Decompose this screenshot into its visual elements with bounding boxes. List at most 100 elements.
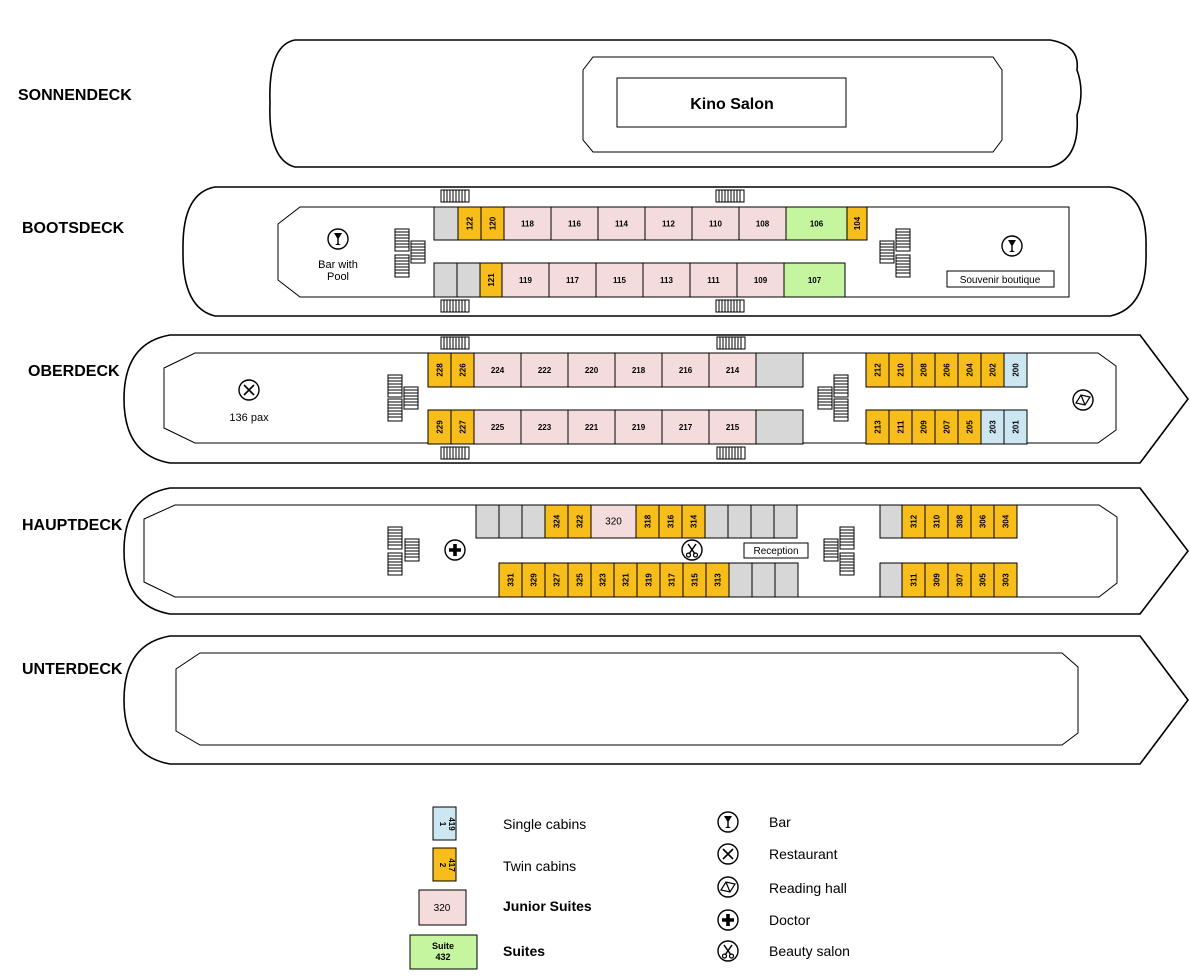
cabin-number-219: 219	[632, 423, 646, 432]
cabin-number-107: 107	[808, 276, 822, 285]
service-room	[521, 504, 546, 539]
cabin-number-226: 226	[459, 363, 468, 377]
legend-restaurant-label: Restaurant	[769, 846, 838, 862]
cabin-number-117: 117	[566, 276, 579, 285]
cabin-number-202: 202	[989, 363, 998, 377]
stairs	[387, 374, 403, 398]
cabin-number-114: 114	[615, 220, 628, 229]
service-room	[728, 562, 753, 598]
unterdeck	[123, 635, 1189, 765]
legend-suite-label: Suites	[503, 943, 546, 959]
stairs	[833, 398, 849, 422]
cabin-number-303: 303	[1002, 573, 1011, 587]
cabin-number-319: 319	[645, 573, 654, 587]
reception-box	[743, 542, 809, 559]
cabin-number-307: 307	[956, 573, 965, 587]
bar-icon	[717, 811, 739, 833]
cabin-number-119: 119	[519, 276, 532, 285]
stairs	[387, 398, 403, 422]
service-room	[750, 504, 775, 539]
stairs	[879, 240, 895, 264]
doctor-icon	[444, 539, 466, 561]
cabin-number-223: 223	[538, 423, 552, 432]
cabin-304	[993, 504, 1018, 539]
stairs	[440, 299, 470, 313]
cabin-number-110: 110	[709, 220, 722, 229]
legend-single-swatch-text: 1	[438, 822, 447, 827]
cabin-218	[614, 352, 663, 388]
cabin-114	[597, 206, 646, 241]
cabin-number-318: 318	[644, 514, 653, 528]
cabin-number-112: 112	[662, 220, 675, 229]
stairs	[387, 526, 403, 550]
stairs	[404, 538, 420, 562]
service-room	[774, 562, 799, 598]
restaurant-icon	[717, 843, 739, 865]
stairs	[833, 374, 849, 398]
cabin-number-329: 329	[530, 573, 539, 587]
cabin-112	[644, 206, 693, 241]
hauptdeck-inner	[143, 504, 1118, 598]
legend-junior-swatch	[418, 889, 467, 926]
service-room	[433, 206, 459, 241]
reception-label: Reception	[753, 546, 798, 557]
cabin-303	[993, 562, 1018, 598]
cabin-number-207: 207	[943, 420, 952, 434]
cabin-number-224: 224	[491, 366, 505, 375]
cabin-number-222: 222	[538, 366, 552, 375]
stairs	[394, 228, 410, 252]
service-room	[755, 352, 804, 388]
doctor-icon	[717, 909, 739, 931]
cabin-number-201: 201	[1012, 420, 1021, 434]
restaurant-pax-label: 136 pax	[229, 412, 269, 424]
cabin-number-214: 214	[726, 366, 740, 375]
cabin-number-206: 206	[943, 363, 952, 377]
cabin-214	[708, 352, 757, 388]
cabin-number-109: 109	[754, 276, 768, 285]
deck-label-hauptdeck: HAUPTDECK	[22, 517, 123, 534]
cabin-number-225: 225	[491, 423, 505, 432]
service-room	[751, 562, 776, 598]
cabin-number-321: 321	[622, 573, 631, 587]
legend-suite-swatch	[409, 934, 478, 970]
cabin-201	[1003, 409, 1028, 445]
stairs	[394, 254, 410, 278]
stairs	[440, 336, 470, 350]
cabin-number-220: 220	[585, 366, 599, 375]
cabin-number-121: 121	[487, 273, 496, 287]
cabin-111	[689, 262, 738, 298]
cabin-number-315: 315	[691, 573, 700, 587]
service-room	[879, 562, 903, 598]
cabin-number-221: 221	[585, 423, 599, 432]
stairs	[839, 526, 855, 550]
reading-hall-icon	[1072, 389, 1094, 411]
legend-beauty-salon-label: Beauty salon	[769, 943, 850, 959]
stairs	[895, 228, 911, 252]
legend: 1 419 2 417 320 Suite 432	[409, 806, 739, 970]
cabin-number-320: 320	[605, 517, 622, 528]
cabin-109	[736, 262, 785, 298]
service-room	[879, 504, 903, 539]
cabin-number-108: 108	[756, 220, 770, 229]
cabin-number-309: 309	[933, 573, 942, 587]
cabin-106	[785, 206, 848, 241]
cabin-224	[473, 352, 522, 388]
cabin-number-216: 216	[679, 366, 693, 375]
souvenir-boutique-box	[946, 270, 1055, 288]
cabin-107	[783, 262, 846, 298]
cabin-number-228: 228	[436, 363, 445, 377]
legend-twin-swatch-number: 417	[447, 858, 456, 872]
cabin-number-324: 324	[553, 514, 562, 528]
cabin-number-209: 209	[920, 420, 929, 434]
stairs	[716, 336, 746, 350]
cabin-number-208: 208	[920, 363, 929, 377]
legend-bar-label: Bar	[769, 814, 791, 830]
